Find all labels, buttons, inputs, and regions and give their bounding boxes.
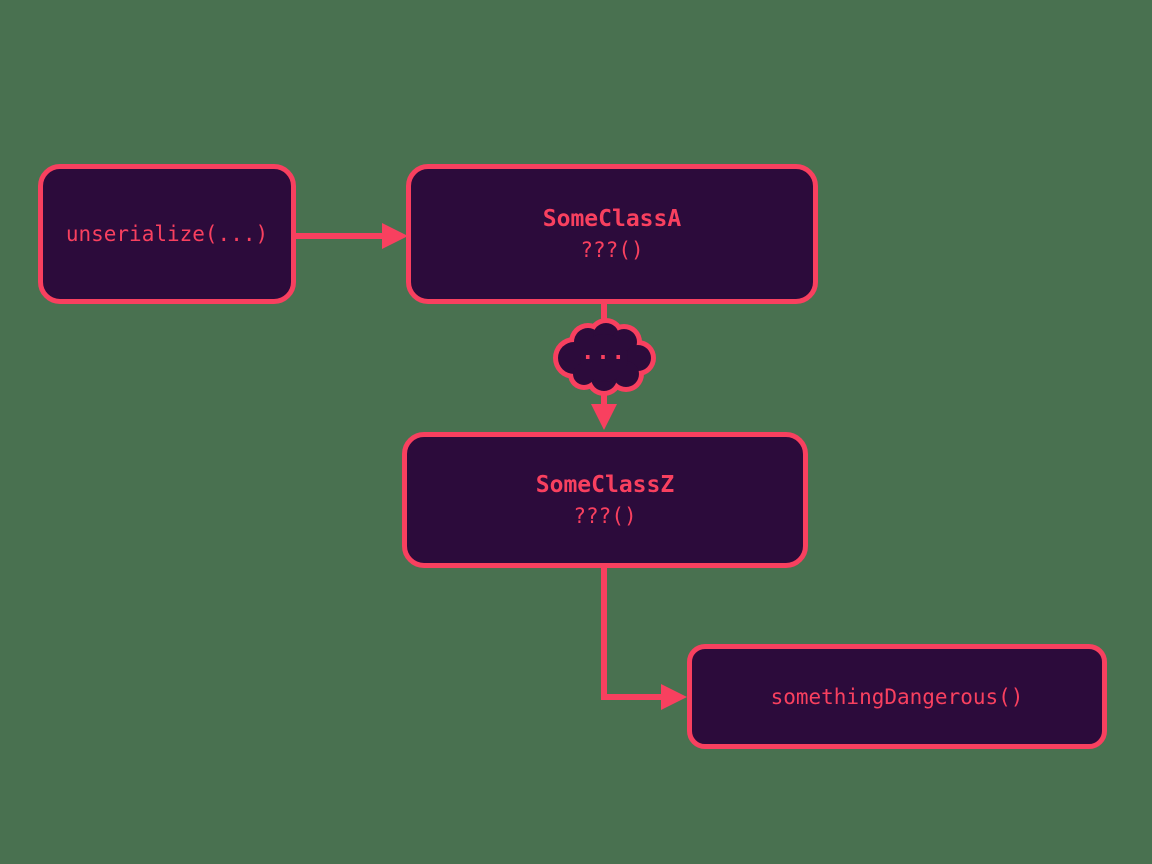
node-unserialize-label: unserialize(...) xyxy=(65,222,269,246)
node-some-class-a: SomeClassA ???() xyxy=(406,164,818,304)
node-some-class-z-title: SomeClassZ xyxy=(535,472,675,498)
edge-classz-to-dangerous-vline xyxy=(601,566,607,700)
node-some-class-a-method: ???() xyxy=(580,238,644,262)
cloud-label: ... xyxy=(581,339,627,365)
node-unserialize: unserialize(...) xyxy=(38,164,296,304)
edge-unserialize-to-classa-line xyxy=(294,233,386,239)
node-some-class-z: SomeClassZ ???() xyxy=(402,432,808,568)
cloud-shape: ... xyxy=(546,312,662,400)
cloud-icon xyxy=(553,318,656,396)
edge-classz-to-dangerous-arrowhead-icon xyxy=(661,684,687,710)
edge-unserialize-to-classa-arrowhead-icon xyxy=(382,223,408,249)
node-some-class-z-method: ???() xyxy=(573,504,637,528)
edge-classz-to-dangerous-hline xyxy=(601,694,663,700)
edge-classa-to-classz-arrowhead-icon xyxy=(591,404,617,430)
node-something-dangerous: somethingDangerous() xyxy=(687,644,1107,749)
node-some-class-a-title: SomeClassA xyxy=(542,206,682,232)
node-something-dangerous-label: somethingDangerous() xyxy=(770,684,1024,709)
